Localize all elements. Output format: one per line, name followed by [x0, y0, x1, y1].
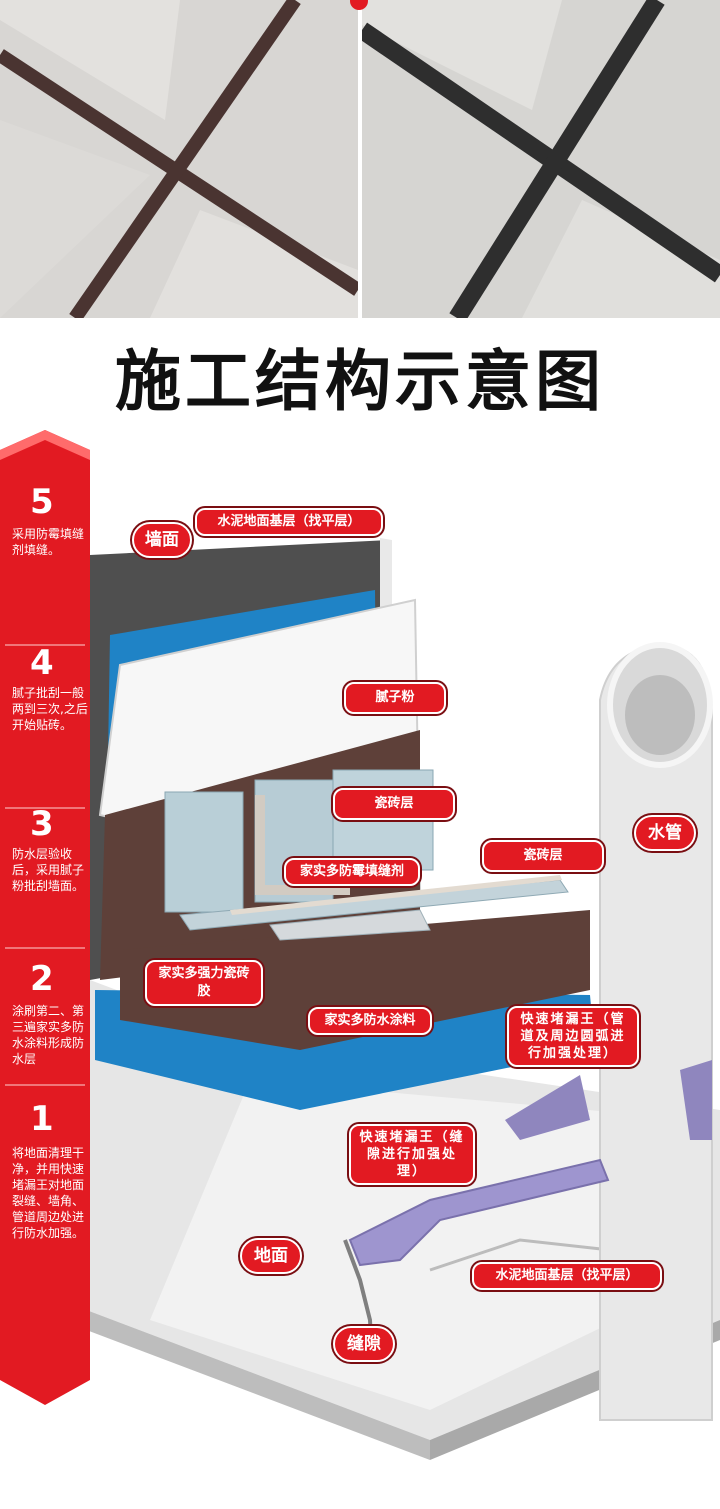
label-tile-wall: 瓷砖层: [333, 788, 455, 820]
step-4-text: 腻子批刮一般两到三次,之后开始贴砖。: [12, 686, 88, 732]
label-tile-floor: 瓷砖层: [482, 840, 604, 872]
bubble-floor: 地面: [240, 1238, 302, 1274]
bubble-wall: 墙面: [132, 522, 192, 558]
step-5-number: 5: [30, 482, 54, 522]
bubble-gap: 缝隙: [333, 1326, 395, 1362]
label-plug-pipe: 快速堵漏王（管道及周边圆弧进行加强处理）: [507, 1006, 639, 1067]
label-plug-gap: 快速堵漏王（缝隙进行加强处理）: [349, 1124, 475, 1185]
step-5: 5 采用防霉填缝剂填缝。: [0, 470, 90, 630]
label-grout: 家实多防霉填缝剂: [284, 858, 420, 886]
step-3-text: 防水层验收后，采用腻子粉批刮墙面。: [12, 847, 85, 893]
label-floor-base: 水泥地面基层（找平层）: [472, 1262, 662, 1290]
grout-photo-brown: [0, 0, 358, 318]
bubble-pipe: 水管: [634, 815, 696, 851]
step-2-number: 2: [30, 959, 54, 999]
step-3-number: 3: [30, 804, 54, 844]
page-title: 施工结构示意图: [115, 343, 605, 420]
step-2-text: 涂刷第二、第三遍家实多防水涂料形成防水层: [12, 1004, 85, 1066]
step-3: 3 防水层验收后，采用腻子粉批刮墙面。: [0, 796, 90, 946]
construction-diagram: [0, 430, 720, 1460]
label-putty: 腻子粉: [344, 682, 446, 714]
step-1-text: 将地面清理干净，并用快速堵漏王对地面裂缝、墙角、管道周边处进行防水加强。: [12, 1146, 85, 1240]
label-waterproof: 家实多防水涂料: [308, 1007, 432, 1035]
center-marker: [350, 0, 368, 10]
label-tile-adhesive: 家实多强力瓷砖胶: [145, 960, 263, 1006]
step-5-text: 采用防霉填缝剂填缝。: [12, 527, 85, 557]
step-4-number: 4: [30, 643, 54, 683]
step-4: 4 腻子批刮一般两到三次,之后开始贴砖。: [0, 635, 90, 795]
label-wall-base: 水泥地面基层（找平层）: [195, 508, 383, 536]
step-2: 2 涂刷第二、第三遍家实多防水涂料形成防水层: [0, 955, 90, 1095]
step-1: 1 将地面清理干净，并用快速堵漏王对地面裂缝、墙角、管道周边处进行防水加强。: [0, 1095, 90, 1295]
grout-photo-black: [362, 0, 720, 318]
step-1-number: 1: [30, 1099, 54, 1139]
